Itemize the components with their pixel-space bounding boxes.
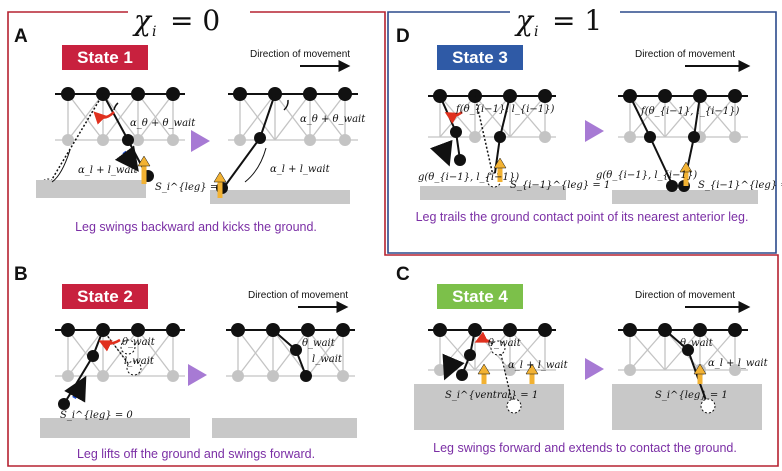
- robot-diagram-a1: α_θ + θ_wait α_l + l_wait S_i^{leg} = 1: [36, 87, 228, 198]
- state-label-c: State 4: [452, 287, 508, 306]
- transition-arrow-d: [585, 120, 604, 142]
- robot-diagram-d2: f(θ_{i−1}, l_{i−1}) g(θ_{i−1}, l_{i−1}) …: [596, 89, 782, 204]
- red-frame-chi0: [7, 11, 779, 467]
- label-f-d2: f(θ_{i−1}, l_{i−1}): [640, 106, 740, 117]
- robot-diagram-c1: θ_wait α_l + l_wait S_i^{ventral} = 1: [414, 323, 569, 430]
- label-angle-b2: θ_wait: [302, 338, 336, 349]
- panel-letter-a: A: [14, 26, 28, 47]
- state-badge-b: [62, 284, 148, 309]
- direction-label-d: Direction of movement: [635, 49, 735, 60]
- blue-frame-chi1: [387, 11, 777, 254]
- label-f-d1: f(θ_{i−1}, l_{i−1}): [455, 104, 555, 115]
- state-label-a: State 1: [77, 48, 133, 67]
- transition-arrow-b: [188, 364, 207, 386]
- chi-left-sub: i: [152, 24, 156, 40]
- label-g-d1: g(θ_{i−1}, l_{i−1}): [418, 172, 519, 183]
- chi-left-eq: = 0: [170, 4, 220, 37]
- chi-right-label: χ i = 1: [514, 4, 602, 40]
- label-angle-a2: α_θ + θ_wait: [300, 114, 366, 125]
- panel-a: A State 1 Direction of movement: [14, 26, 366, 234]
- label-sensor-d2: S_{i−1}^{leg} = 1: [698, 180, 782, 191]
- chi-right-sub: i: [534, 24, 538, 40]
- label-length-c2: α_l + l_wait: [708, 358, 769, 369]
- transition-arrow-a: [191, 130, 210, 152]
- panel-letter-c: C: [396, 264, 410, 285]
- panel-b: B State 2 Direction of movement: [14, 264, 357, 461]
- transition-arrow-c: [585, 358, 604, 380]
- caption-c: Leg swings forward and extends to contac…: [433, 441, 737, 455]
- chi-left-symbol: χ: [132, 4, 153, 37]
- robot-diagram-b2: θ_wait l_wait: [212, 323, 357, 438]
- label-angle-c1: θ_wait: [488, 338, 522, 349]
- caption-b: Leg lifts off the ground and swings forw…: [77, 447, 315, 461]
- label-sensor-b1: S_i^{leg} = 0: [60, 410, 133, 421]
- chi-right-symbol: χ: [514, 4, 535, 37]
- robot-diagram-d1: f(θ_{i−1}, l_{i−1}) g(θ_{i−1}, l_{i−1}) …: [418, 89, 610, 200]
- state-badge-d: [437, 45, 523, 70]
- label-length-b2: l_wait: [312, 354, 343, 365]
- label-length-a1: α_l + l_wait: [78, 165, 139, 176]
- label-length-b1: l_wait: [124, 356, 155, 367]
- label-sensor-d1: S_{i−1}^{leg} = 1: [510, 180, 610, 191]
- label-sensor-a1: S_i^{leg} = 1: [155, 182, 228, 193]
- label-angle-c2: θ_wait: [680, 338, 714, 349]
- label-length-a2: α_l + l_wait: [270, 164, 331, 175]
- label-sensor-c2: S_i^{leg} = 1: [655, 390, 728, 401]
- panel-letter-d: D: [396, 26, 410, 47]
- robot-diagram-a2: α_θ + θ_wait α_l + l_wait: [210, 87, 366, 204]
- label-length-c1: α_l + l_wait: [508, 360, 569, 371]
- state-badge-a: [62, 45, 148, 70]
- state-label-b: State 2: [77, 287, 133, 306]
- state-label-d: State 3: [452, 48, 508, 67]
- robot-diagram-c2: θ_wait α_l + l_wait S_i^{leg} = 1: [612, 323, 769, 430]
- label-ventral-c1: S_i^{ventral} = 1: [445, 390, 538, 401]
- direction-label-c: Direction of movement: [635, 290, 735, 301]
- panel-c: C State 4 Direction of movement: [396, 264, 769, 455]
- robot-diagram-b1: θ_wait l_wait S_i^{leg} = 0: [40, 323, 190, 438]
- chi-right-eq: = 1: [552, 4, 602, 37]
- direction-label-a: Direction of movement: [250, 49, 350, 60]
- label-g-d2: g(θ_{i−1}, l_{i−1}): [596, 170, 697, 181]
- chi-left-label: χ i = 0: [132, 4, 220, 40]
- panel-d: D State 3 Direction of movement: [396, 26, 782, 224]
- panel-letter-b: B: [14, 264, 28, 285]
- caption-a: Leg swings backward and kicks the ground…: [75, 220, 317, 234]
- label-angle-b1: θ_wait: [122, 337, 156, 348]
- state-badge-c: [437, 284, 523, 309]
- direction-label-b: Direction of movement: [248, 290, 348, 301]
- caption-d: Leg trails the ground contact point of i…: [416, 210, 749, 224]
- label-angle-a1: α_θ + θ_wait: [130, 118, 196, 129]
